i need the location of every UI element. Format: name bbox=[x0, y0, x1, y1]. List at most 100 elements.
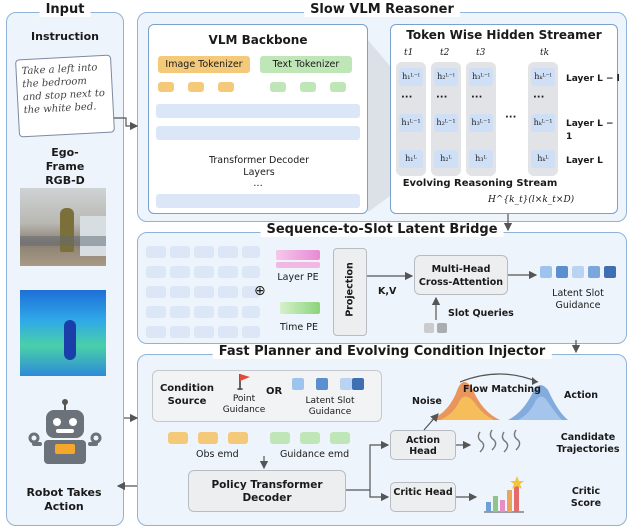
action-head-label: Action Head bbox=[405, 435, 441, 457]
text-token bbox=[330, 82, 346, 92]
decoder-ellipsis: ... bbox=[253, 178, 263, 189]
critic-head-box: Critic Head bbox=[390, 482, 456, 512]
cross-attention-label: Multi-Head Cross-Attention bbox=[418, 264, 504, 288]
sequence-grid bbox=[146, 246, 260, 338]
hidden-state-cell: h₃ᴸ⁻¹ bbox=[469, 114, 493, 132]
flow-matching-label: Flow Matching bbox=[463, 384, 541, 395]
condition-source-label: Condition Source bbox=[159, 383, 215, 407]
time-step-label: t3 bbox=[476, 48, 486, 58]
candidate-trajectories-icon bbox=[477, 429, 521, 453]
slot-query-token bbox=[424, 323, 434, 333]
stream-formula: H^{k_t}(l×k_t×D) bbox=[488, 195, 575, 205]
stream-label: Evolving Reasoning Stream bbox=[402, 178, 558, 189]
time-step-label: tk bbox=[540, 48, 550, 58]
guidance-emd-token bbox=[270, 432, 290, 444]
instruction-label: Instruction bbox=[31, 30, 99, 43]
layer-label: Layer L − 1 bbox=[566, 119, 614, 142]
layer-pe-bar bbox=[276, 250, 320, 260]
hidden-state-cell: h₂ᴸ bbox=[434, 150, 458, 168]
vertical-ellipsis: ··· bbox=[533, 92, 545, 103]
image-token bbox=[218, 82, 234, 92]
latent-slot-token bbox=[572, 266, 584, 278]
image-tokenizer: Image Tokenizer bbox=[158, 56, 250, 73]
time-pe-label: Time PE bbox=[280, 322, 318, 333]
guidance-token bbox=[292, 378, 304, 390]
latent-guidance-label: Latent Slot Guidance bbox=[552, 288, 604, 311]
robot-label: Robot Takes Action bbox=[26, 486, 102, 513]
layer-label: Layer L bbox=[566, 156, 603, 166]
input-title: Input bbox=[39, 2, 91, 17]
policy-decoder-box: Policy Transformer Decoder bbox=[188, 470, 346, 512]
obs-token bbox=[228, 432, 248, 444]
latent-slot-token bbox=[604, 266, 616, 278]
obs-token bbox=[198, 432, 218, 444]
candidate-label: Candidate Trajectories bbox=[556, 432, 620, 455]
guidance-emd-token bbox=[330, 432, 350, 444]
hidden-state-cell: h₃ᴸ⁻ˡ bbox=[469, 68, 493, 86]
obs-emd-label: Obs emd bbox=[196, 449, 239, 460]
flag-icon bbox=[237, 374, 250, 390]
hidden-state-cell: h₂ᴸ⁻¹ bbox=[434, 114, 458, 132]
hidden-state-cell: h₁ᴸ⁻ˡ bbox=[399, 68, 423, 86]
cross-attention-box: Multi-Head Cross-Attention bbox=[414, 255, 508, 295]
image-token bbox=[158, 82, 174, 92]
ego-frame-label: Ego-Frame RGB-D bbox=[45, 146, 85, 187]
hidden-streamer-box bbox=[390, 24, 618, 214]
decoder-layer bbox=[156, 104, 360, 118]
oplus-symbol: ⊕ bbox=[254, 283, 266, 299]
depth-image bbox=[20, 290, 106, 376]
hidden-state-cell: h₁ᴸ bbox=[399, 150, 423, 168]
kv-label: K,V bbox=[378, 286, 397, 297]
vertical-ellipsis: ··· bbox=[471, 92, 483, 103]
vertical-ellipsis: ··· bbox=[436, 92, 448, 103]
hidden-state-cell: h₂ᴸ⁻ˡ bbox=[434, 68, 458, 86]
action-label: Action bbox=[564, 390, 599, 401]
layer-pe-bar bbox=[276, 262, 320, 268]
or-label: OR bbox=[266, 386, 283, 397]
latent-bridge-title: Sequence-to-Slot Latent Bridge bbox=[260, 222, 504, 237]
latent-slot-token bbox=[588, 266, 600, 278]
hidden-state-cell: hₖᴸ⁻ˡ bbox=[531, 68, 555, 86]
policy-decoder-label: Policy Transformer Decoder bbox=[211, 479, 323, 504]
decoder-layer bbox=[156, 126, 360, 140]
guidance-emd-label: Guidance emd bbox=[280, 449, 350, 460]
action-head-box: Action Head bbox=[390, 430, 456, 460]
rgb-image bbox=[20, 188, 106, 266]
obs-token bbox=[168, 432, 188, 444]
text-token bbox=[270, 82, 286, 92]
latent-slot-token bbox=[540, 266, 552, 278]
streamer-title: Token Wise Hidden Streamer bbox=[406, 28, 602, 42]
hidden-state-cell: h₁ᴸ⁻¹ bbox=[399, 114, 423, 132]
hidden-state-cell: h₃ᴸ bbox=[469, 150, 493, 168]
projection-box bbox=[333, 248, 367, 336]
decoder-label: Transformer Decoder Layers bbox=[208, 155, 309, 178]
critic-score-label: Critic Score bbox=[570, 486, 602, 509]
vertical-ellipsis: ··· bbox=[401, 92, 413, 103]
fast-planner-title: Fast Planner and Evolving Condition Inje… bbox=[212, 344, 552, 359]
horizontal-ellipsis: ··· bbox=[505, 112, 517, 123]
layer-label: Layer L − l bbox=[566, 74, 620, 84]
image-token bbox=[188, 82, 204, 92]
time-step-label: t1 bbox=[404, 48, 414, 58]
guidance-emd-token bbox=[300, 432, 320, 444]
vlm-backbone-box bbox=[148, 24, 368, 214]
slow-reasoner-title: Slow VLM Reasoner bbox=[304, 2, 460, 17]
point-guidance-label: Point Guidance bbox=[222, 394, 266, 415]
critic-score-chart-icon bbox=[484, 476, 524, 513]
slot-query-token bbox=[437, 323, 447, 333]
noise-label: Noise bbox=[412, 396, 442, 407]
critic-head-label: Critic Head bbox=[393, 487, 453, 498]
latent-slot-guidance-label: Latent Slot Guidance bbox=[305, 396, 355, 417]
guidance-token bbox=[316, 378, 328, 390]
time-pe-bar bbox=[280, 302, 320, 314]
latent-slot-token bbox=[556, 266, 568, 278]
text-tokenizer: Text Tokenizer bbox=[260, 56, 352, 73]
guidance-token bbox=[352, 378, 364, 390]
robot-icon bbox=[28, 399, 102, 464]
time-step-label: t2 bbox=[440, 48, 450, 58]
decoder-layer bbox=[156, 194, 360, 208]
hidden-state-cell: hₖᴸ⁻¹ bbox=[531, 114, 555, 132]
slot-queries-label: Slot Queries bbox=[448, 308, 514, 319]
flow-matching-graphic bbox=[430, 373, 568, 420]
